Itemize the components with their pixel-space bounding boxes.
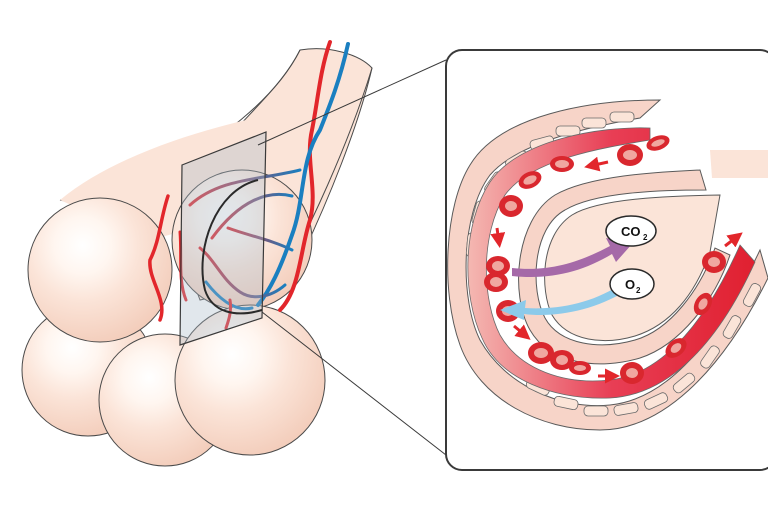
co2-label: CO 2 xyxy=(605,215,657,247)
red-blood-cell xyxy=(569,361,591,375)
blood-flow-arrows xyxy=(490,156,743,384)
red-blood-cell xyxy=(499,195,523,217)
small-red-arrow-icon xyxy=(490,227,506,248)
alveolar-wall-inner xyxy=(518,169,731,365)
red-blood-cell xyxy=(550,350,574,370)
small-red-arrow-icon xyxy=(584,156,609,172)
red-blood-cell xyxy=(528,342,554,364)
small-red-arrow-icon xyxy=(513,324,531,340)
alveolar-sac xyxy=(21,40,373,467)
artery-vessel xyxy=(278,40,332,312)
zoom-line xyxy=(261,311,447,456)
section-outline xyxy=(201,179,263,315)
red-blood-cell xyxy=(484,272,508,292)
capillary-network xyxy=(148,40,350,330)
co2-label-subscript: 2 xyxy=(643,233,648,242)
o2-label-text: O xyxy=(625,277,635,292)
red-blood-cell xyxy=(665,338,687,358)
red-blood-cell xyxy=(518,171,542,189)
red-blood-cell xyxy=(620,362,644,384)
capillary-lumen xyxy=(467,127,756,399)
co2-label-text: CO xyxy=(621,224,641,239)
o2-diffusion-arrow xyxy=(500,286,624,320)
red-blood-cell xyxy=(646,135,670,151)
alveolus xyxy=(27,197,173,343)
red-blood-cell xyxy=(617,144,643,166)
red-blood-cell xyxy=(693,292,713,316)
o2-label-subscript: 2 xyxy=(636,286,641,295)
red-blood-cell xyxy=(702,251,726,273)
alveolus xyxy=(174,304,326,456)
red-blood-cell xyxy=(550,156,574,172)
zoom-line xyxy=(257,59,447,146)
red-blood-cell xyxy=(486,256,510,276)
magnified-view: CO 2 O 2 xyxy=(447,99,768,431)
o2-label: O 2 xyxy=(609,268,655,300)
vein-vessel xyxy=(256,42,350,307)
small-red-arrow-icon xyxy=(724,232,743,248)
